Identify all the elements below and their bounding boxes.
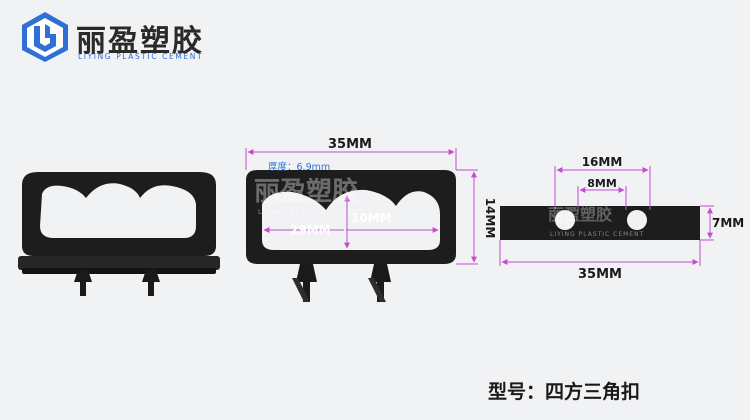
dim-label-height-total: 14MM [483,198,497,239]
clip-front-view [246,170,456,302]
dim-label-hole-spacing-inner: 8MM [587,177,617,190]
dim-label-bottom-width: 35MM [578,267,622,282]
brand-name: 丽盈塑胶 [76,24,204,59]
watermark-cn-top: 丽盈塑胶 [548,205,612,224]
ly-hexagon-logo-icon [22,12,68,62]
dim-label-bottom-height: 7MM [712,216,744,230]
dim-label-inner-height: 10MM [351,211,392,225]
watermark-en-top: LIYING PLASTIC CEMENT [550,231,644,238]
watermark-en-front: LIYING PLASTIC CEMENT [258,208,364,216]
clip-top-view [500,206,700,240]
dim-label-inner-width: 29MM [290,223,331,237]
model-label: 型号： [488,381,546,403]
watermark-cn-front: 丽盈塑胶 [254,176,358,207]
model-value: 四方三角扣 [545,381,641,403]
dim-label-width-total: 35MM [328,137,372,152]
model-caption: 型号：四方三角扣 [488,377,640,404]
dimension-lines [245,148,714,266]
dim-label-thickness: 厚度：6.9mm [268,161,330,173]
brand-tagline: LIYING PLASTIC CEMENT [78,52,204,61]
clip-perspective-view [18,172,220,296]
dim-label-hole-spacing-outer: 16MM [582,155,623,169]
